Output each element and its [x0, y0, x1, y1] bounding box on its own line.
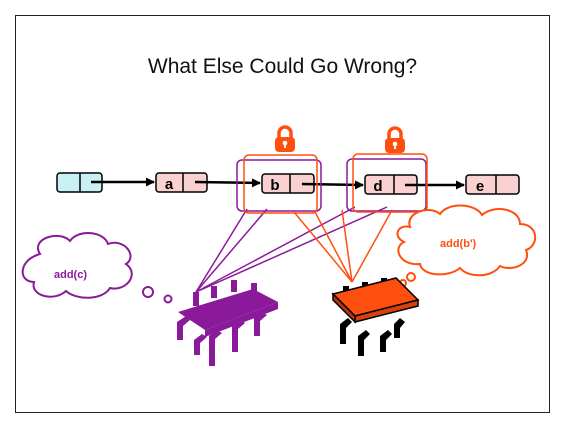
arrow-b-to-d: [301, 180, 364, 190]
node-label: a: [165, 176, 174, 193]
node-label: e: [476, 178, 484, 195]
orange-thread-lines: [293, 209, 393, 283]
thought-text-purple: add(c): [54, 269, 87, 281]
orange-box-b: [243, 154, 318, 214]
thought-text-orange: add(b'): [440, 238, 477, 250]
thread-icon: [331, 277, 420, 356]
orange-thought-bubble: add(b'): [392, 204, 536, 292]
list-node-d: d: [364, 174, 418, 195]
orange-box-d: [352, 153, 428, 213]
lock-icon: [275, 125, 295, 152]
orange-selection-boxes: [243, 153, 428, 214]
list-node-a: a: [155, 172, 208, 193]
slide-title: What Else Could Go Wrong?: [147, 55, 418, 78]
purple-selection-boxes: [236, 158, 427, 212]
list-arrows: [91, 177, 465, 190]
node-label: d: [373, 178, 382, 195]
purple-box-b: [236, 159, 322, 212]
purple-thought-bubble: add(c): [21, 232, 173, 304]
lock-icon: [385, 126, 405, 153]
thread-icon: [177, 280, 278, 366]
purple-thread-lines: [195, 206, 388, 293]
purple-box-d: [346, 158, 427, 212]
list-node-e: e: [465, 174, 520, 195]
node-label: b: [270, 177, 279, 194]
arrow-a-to-b: [194, 178, 261, 188]
